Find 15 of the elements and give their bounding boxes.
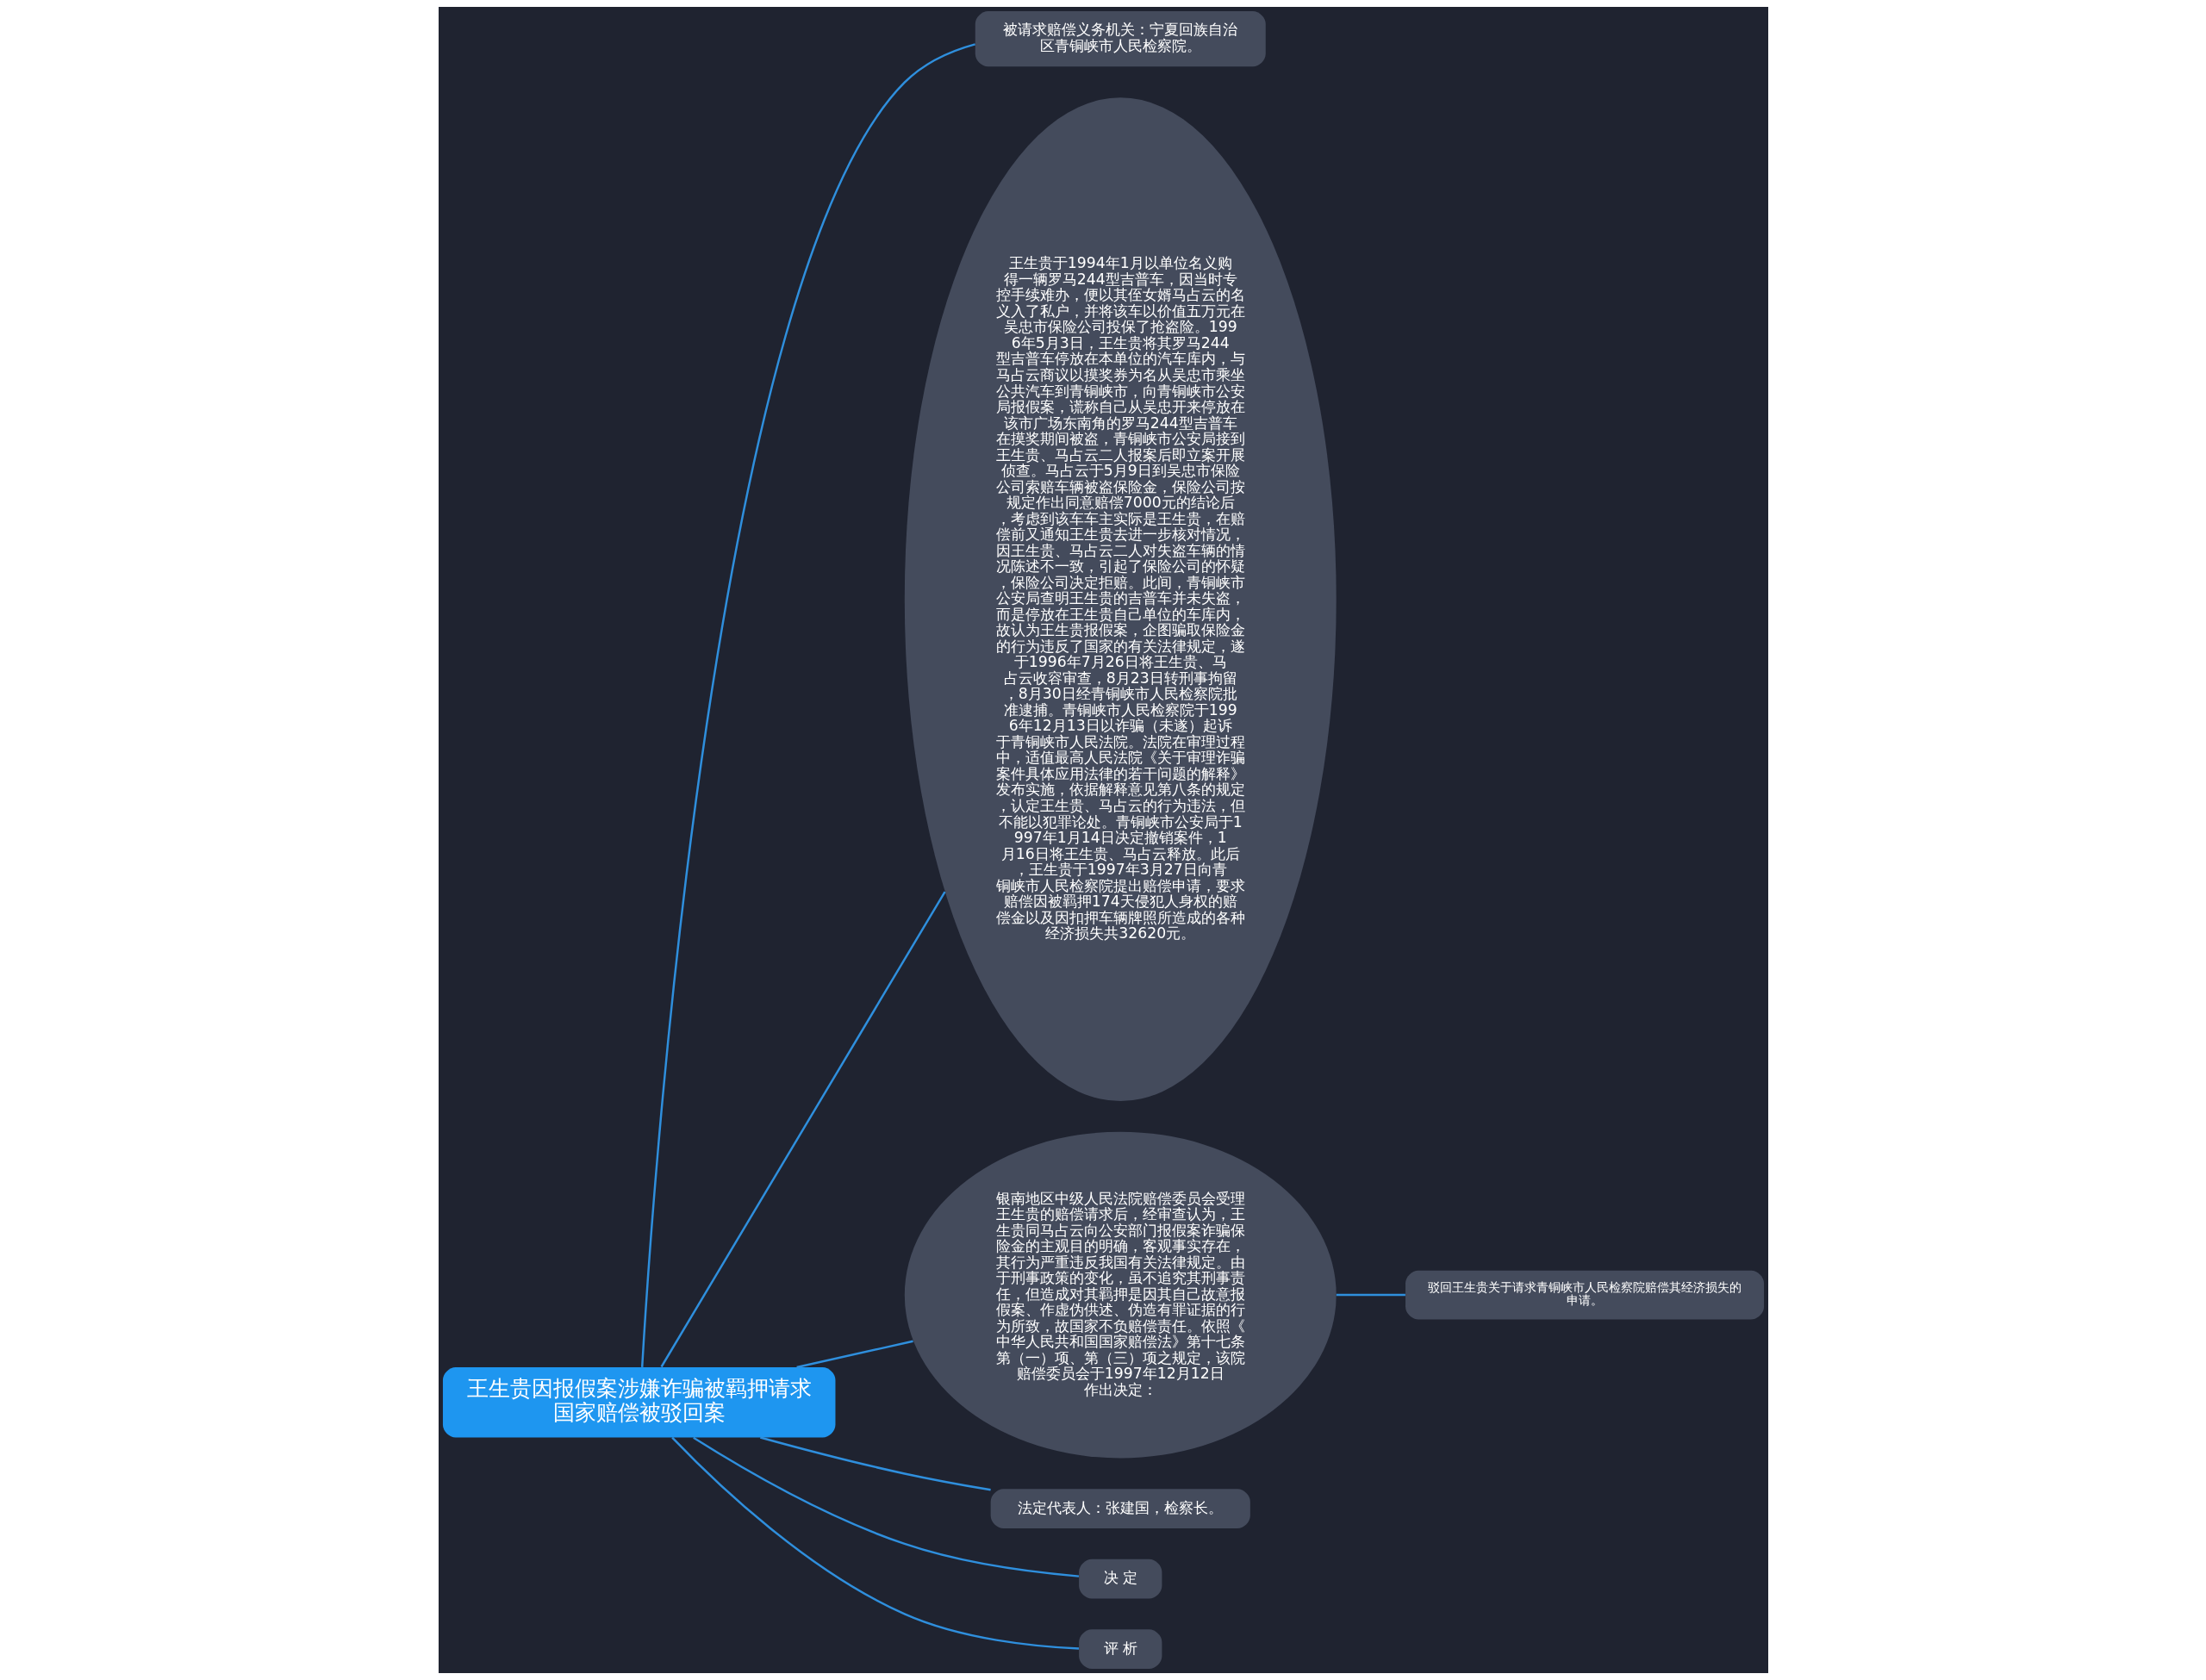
connector xyxy=(640,43,975,1367)
node-box: 决 定 xyxy=(1078,1559,1162,1599)
connector xyxy=(759,1436,991,1491)
connector xyxy=(660,891,946,1368)
connector xyxy=(692,1436,1079,1577)
node-box: 被请求赔偿义务机关：宁夏回族自治区青铜峡市人民检察院。 xyxy=(975,11,1266,67)
node-box: 驳回王生贵关于请求青铜峡市人民检察院赔偿其经济损失的申请。 xyxy=(1405,1270,1764,1320)
node-box: 王生贵因报假案涉嫌诈骗被羁押请求国家赔偿被驳回案 xyxy=(442,1367,835,1438)
node-ellipse: 银南地区中级人民法院赔偿委员会受理王生贵的赔偿请求后，经审查认为，王生贵同马占云向公安部门报假案诈骗保险金的主观目的明确，客观事实存在，其行为严重违反我国有关法律规定。由于刑事政策的变化，虽不追究其刑事责任，但造成对其羁押是因其自己故意报假案、作虚伪供述、伪造有罪证据的行为所致，故国家不负赔偿责任。依照《中华人民共和国国家赔偿法》第十七条第（一）项、第（三）项之规定，该院赔偿委员会于1997年12月12日作出决定： xyxy=(904,1131,1337,1459)
connector xyxy=(795,1340,913,1369)
node-box: 评 析 xyxy=(1078,1629,1162,1669)
node-ellipse: 王生贵于1994年1月以单位名义购得一辆罗马244型吉普车，因当时专控手续难办，便以其侄女婿马占云的名义入了私户，并将该车以价值五万元在吴忠市保险公司投保了抢盗险。1996年5月3日，王生贵将其罗马244型吉普车停放在本单位的汽车库内，与马占云商议以摸奖券为名从吴忠市乘坐公共汽车到青铜峡市，向青铜峡市公安局报假案，谎称自己从吴忠开来停放在该市广场东南角的罗马244型吉普车在摸奖期间被盗，青铜峡市公安局接到王生贵、马占云二人报案后即立案开展侦查。马占云于5月9日到吴忠市保险公司索赔车辆被盗保险金，保险公司按规定作出同意赔偿7000元的结论后，考虑到该车车主实际是王生贵，在赔偿前又通知王生贵去进一步核对情况，因王生贵、马占云二人对失盗车辆的情况陈述不一致，引起了保险公司的怀疑，保险公司决定拒赔。此间，青铜峡市公安局查明王生贵的吉普车并未失盗，而是停放在王生贵自己单位的车库内，故认为王生贵报假案，企图骗取保险金的行为违反了国家的有关法律规定，遂于1996年7月26日将王生贵、马占云收容审查，8月23日转刑事拘留，8月30日经青铜峡市人民检察院批准逮捕。青铜峡市人民检察院于1996年12月13日以诈骗（未遂）起诉于青铜峡市人民法院。法院在审理过程中，适值最高人民法院《关于审理诈骗案件具体应用法律的若干问题的解释》发布实施，依据解释意见第八条的规定，认定王生贵、马占云的行为违法，但不能以犯罪论处。青铜峡市公安局于1997年1月14日决定撤销案件，1月16日将王生贵、马占云释放。此后，王生贵于1997年3月27日向青铜峡市人民检察院提出赔偿申请，要求赔偿因被羁押174天侵犯人身权的赔偿金以及因扣押车辆牌照所造成的各种经济损失共32620元。 xyxy=(904,97,1337,1102)
connector xyxy=(670,1436,1079,1650)
node-box: 法定代表人：张建国，检察长。 xyxy=(990,1489,1250,1529)
connector xyxy=(1336,1293,1405,1297)
